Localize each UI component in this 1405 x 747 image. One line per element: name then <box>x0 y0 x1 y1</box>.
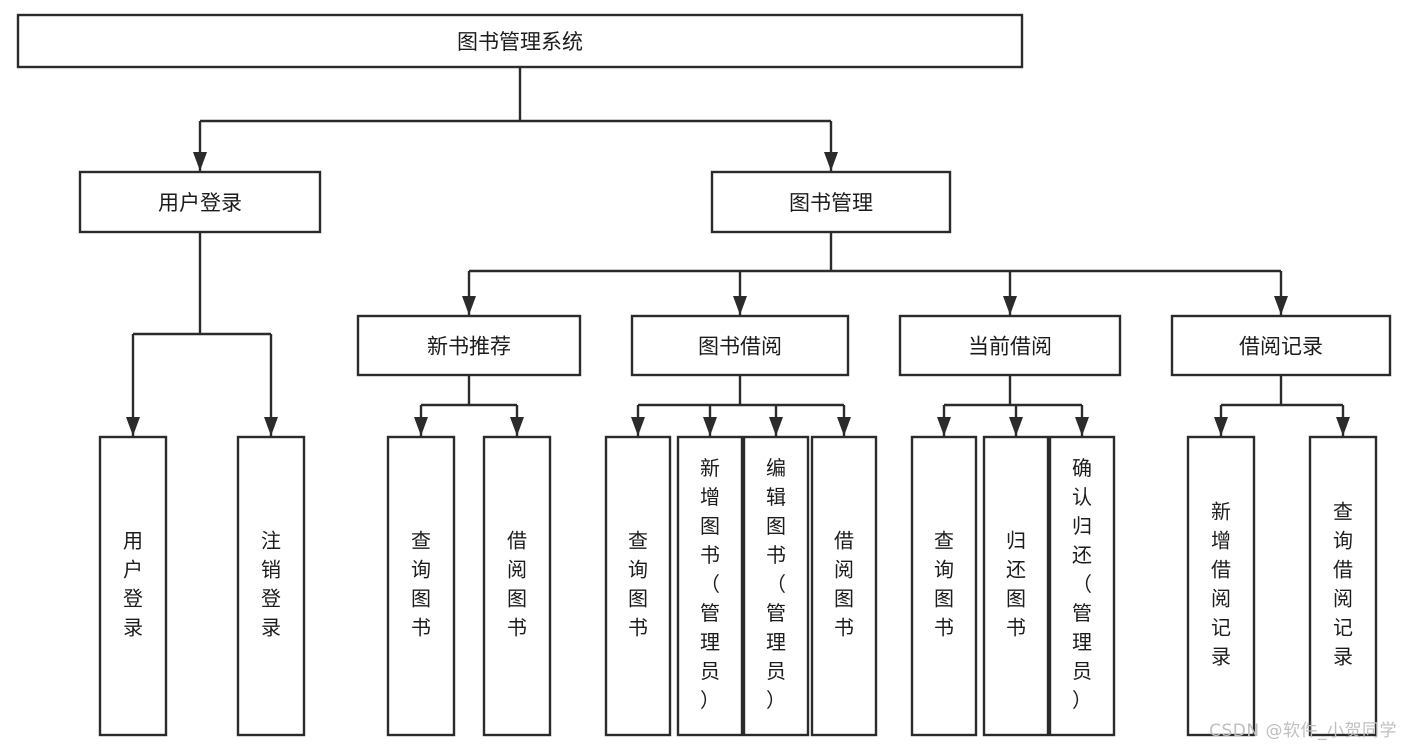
node-label-root: 图书管理系统 <box>457 30 583 54</box>
node-label-user-login: 用户登录 <box>158 191 242 215</box>
node-leaf-br-add-record[interactable]: 新增借阅记录 <box>1186 435 1256 737</box>
node-box-leaf-bb-borrow-book <box>810 435 878 737</box>
node-box-leaf-user-login <box>98 435 168 737</box>
node-box-leaf-cb-query-book <box>910 435 978 737</box>
node-leaf-bb-borrow-book[interactable]: 借阅图书 <box>810 435 878 737</box>
node-label-leaf-bb-borrow-book: 借阅图书 <box>834 529 854 640</box>
node-leaf-user-login[interactable]: 用户登录 <box>98 435 168 737</box>
node-new-book-rec[interactable]: 新书推荐 <box>356 314 582 377</box>
node-leaf-bb-add-book[interactable]: 新增图书（管理员） <box>676 435 744 737</box>
node-current-borrow[interactable]: 当前借阅 <box>898 314 1122 377</box>
node-box-leaf-user-logout <box>236 435 306 737</box>
node-box-root <box>16 13 1024 69</box>
node-label-leaf-user-logout: 注销登录 <box>261 529 281 640</box>
node-leaf-user-logout[interactable]: 注销登录 <box>236 435 306 737</box>
node-label-leaf-rec-query-book: 查询图书 <box>411 529 431 640</box>
node-box-book-borrow <box>630 314 850 377</box>
node-box-leaf-bb-add-book <box>676 435 744 737</box>
node-box-new-book-rec <box>356 314 582 377</box>
node-label-leaf-br-query-record: 查询借阅记录 <box>1333 500 1353 669</box>
node-label-leaf-bb-add-book: 新增图书（管理员） <box>700 456 720 712</box>
node-label-borrow-record: 借阅记录 <box>1239 335 1323 359</box>
node-label-leaf-cb-confirm-return: 确认归还（管理员） <box>1072 456 1092 712</box>
node-box-current-borrow <box>898 314 1122 377</box>
node-label-leaf-bb-edit-book: 编辑图书（管理员） <box>766 456 786 712</box>
nodes-layer: 图书管理系统用户登录图书管理新书推荐图书借阅当前借阅借阅记录用户登录注销登录查询… <box>16 13 1392 737</box>
node-leaf-rec-query-book[interactable]: 查询图书 <box>386 435 456 737</box>
node-box-leaf-br-query-record <box>1308 435 1378 737</box>
node-label-book-borrow: 图书借阅 <box>698 335 782 359</box>
node-label-leaf-user-login: 用户登录 <box>123 529 143 640</box>
node-label-new-book-rec: 新书推荐 <box>427 335 511 359</box>
node-label-leaf-rec-borrow-book: 借阅图书 <box>507 529 527 640</box>
node-book-manage[interactable]: 图书管理 <box>710 170 952 234</box>
node-box-book-manage <box>710 170 952 234</box>
node-root[interactable]: 图书管理系统 <box>16 13 1024 69</box>
node-box-leaf-bb-edit-book <box>742 435 810 737</box>
node-leaf-cb-return-book[interactable]: 归还图书 <box>982 435 1050 737</box>
node-leaf-cb-confirm-return[interactable]: 确认归还（管理员） <box>1048 435 1116 737</box>
node-leaf-rec-borrow-book[interactable]: 借阅图书 <box>482 435 552 737</box>
node-box-leaf-rec-borrow-book <box>482 435 552 737</box>
node-box-user-login <box>78 170 322 234</box>
node-label-leaf-cb-query-book: 查询图书 <box>934 529 954 640</box>
node-borrow-record[interactable]: 借阅记录 <box>1170 314 1392 377</box>
node-box-leaf-br-add-record <box>1186 435 1256 737</box>
node-leaf-br-query-record[interactable]: 查询借阅记录 <box>1308 435 1378 737</box>
node-user-login[interactable]: 用户登录 <box>78 170 322 234</box>
node-box-leaf-bb-query-book <box>604 435 672 737</box>
node-leaf-cb-query-book[interactable]: 查询图书 <box>910 435 978 737</box>
node-leaf-bb-query-book[interactable]: 查询图书 <box>604 435 672 737</box>
csdn-watermark: CSDN @软件_小贺同学 <box>1209 721 1397 741</box>
node-box-leaf-cb-return-book <box>982 435 1050 737</box>
node-label-leaf-br-add-record: 新增借阅记录 <box>1211 500 1231 669</box>
node-book-borrow[interactable]: 图书借阅 <box>630 314 850 377</box>
node-label-book-manage: 图书管理 <box>789 191 873 215</box>
node-label-leaf-bb-query-book: 查询图书 <box>628 529 648 640</box>
node-leaf-bb-edit-book[interactable]: 编辑图书（管理员） <box>742 435 810 737</box>
node-label-leaf-cb-return-book: 归还图书 <box>1006 529 1026 640</box>
node-box-leaf-rec-query-book <box>386 435 456 737</box>
connectors-layer <box>126 67 1350 436</box>
node-box-borrow-record <box>1170 314 1392 377</box>
node-box-leaf-cb-confirm-return <box>1048 435 1116 737</box>
node-label-current-borrow: 当前借阅 <box>968 335 1052 359</box>
